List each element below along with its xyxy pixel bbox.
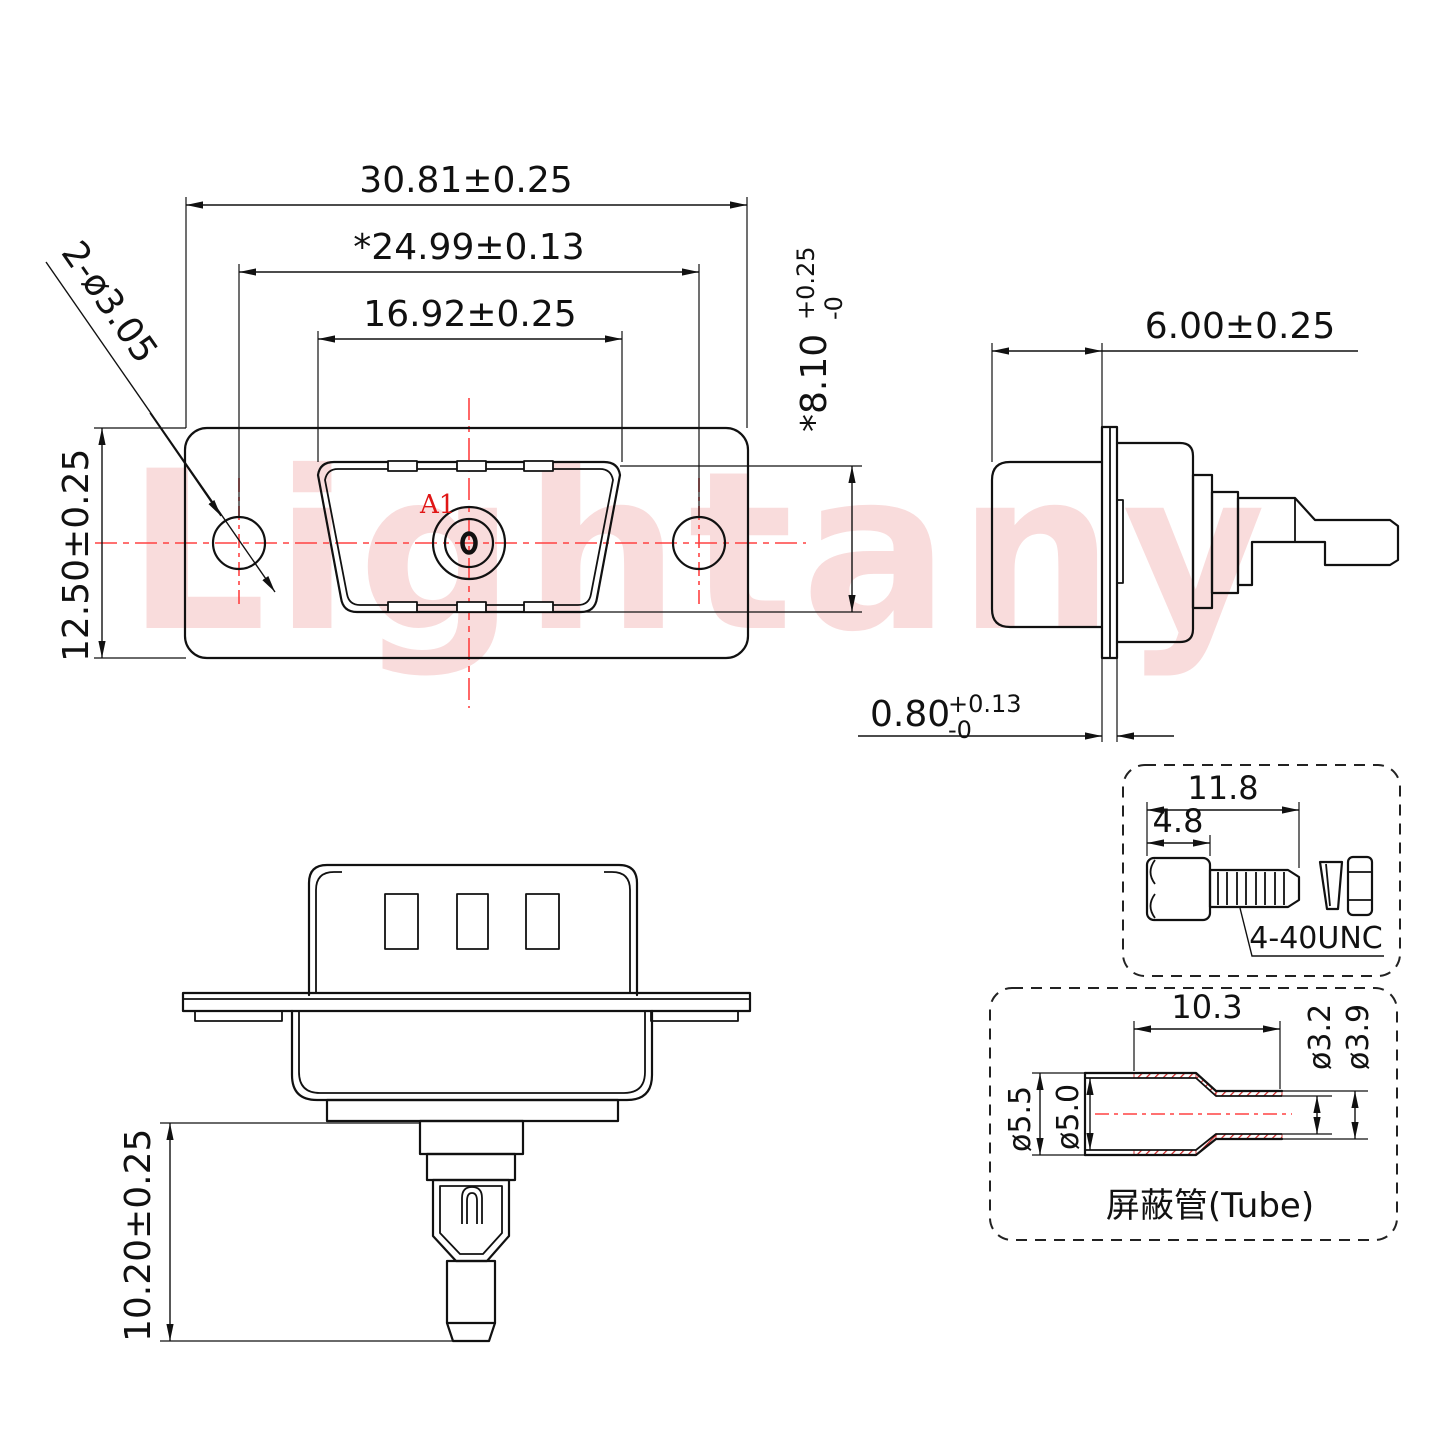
dim-screw-total-length: 11.8 (1146, 769, 1300, 868)
bottom-shell-outline (181, 863, 752, 1123)
dim-mounting-holes-text: 2-ø3.05 (53, 234, 165, 371)
dim-flange-height-text: 12.50±0.25 (56, 449, 97, 662)
tube-inset-border (989, 987, 1398, 1241)
dim-flange-height: 12.50±0.25 (56, 427, 186, 662)
bottom-terminal-outline (418, 1119, 525, 1343)
screw-outline (1145, 855, 1374, 922)
side-view: 6.00±0.25 0.80 +0.13 -0 (858, 306, 1400, 744)
dim-tube-outer-large-text: ø5.5 (1003, 1086, 1038, 1152)
dim-screw-head-length-text: 4.8 (1153, 802, 1204, 840)
dim-shell-height-tol-plus: +0.25 (792, 246, 820, 320)
dim-tube-length: 10.3 (1133, 988, 1281, 1089)
dim-tube-diameters: ø5.5 ø5.0 ø3.2 ø3.9 (1003, 1004, 1376, 1156)
tube-detail-inset: 10.3 ø5.5 ø5.0 ø3.2 ø3.9 屏蔽管(Tube) (989, 987, 1398, 1241)
dim-screw-head-length: 4.8 (1147, 802, 1211, 856)
watermark-text: Lightany (126, 424, 1273, 680)
side-body-outline (990, 425, 1400, 660)
tube-label: 屏蔽管(Tube) (1106, 1186, 1314, 1226)
screw-thread-spec: 4-40UNC (1239, 907, 1384, 957)
contact-a1-label: A1 (419, 490, 455, 520)
dim-flange-thickness-text: 0.80 (870, 694, 950, 735)
dim-shell-width-text: 16.92±0.25 (363, 294, 576, 335)
dim-tube-length-text: 10.3 (1171, 988, 1242, 1026)
dim-pin-length: 10.20±0.25 (118, 1122, 452, 1342)
dim-flange-thickness: 0.80 +0.13 -0 (858, 658, 1174, 744)
dim-hole-spacing: *24.99±0.13 (238, 227, 700, 518)
dim-depth-text: 6.00±0.25 (1145, 306, 1335, 347)
dim-pin-length-text: 10.20±0.25 (118, 1129, 159, 1342)
dim-flange-width-text: 30.81±0.25 (359, 160, 572, 201)
screw-detail-inset: 11.8 4.8 4-40UNC (1122, 764, 1401, 977)
dim-shell-height-text: *8.10 (794, 334, 835, 432)
screw-thread-spec-text: 4-40UNC (1249, 921, 1382, 956)
dim-flange-width: 30.81±0.25 (185, 160, 748, 428)
tube-outline (1083, 1071, 1368, 1157)
front-dshell-notches (387, 460, 554, 613)
dim-shell-width: 16.92±0.25 (317, 294, 623, 462)
screw-thread-lines (1217, 872, 1285, 905)
dim-flange-thickness-tol-plus: +0.13 (948, 690, 1022, 718)
dim-depth: 6.00±0.25 (991, 306, 1358, 462)
wedge-part-outline (1318, 860, 1344, 911)
front-dshell-outline (316, 460, 622, 614)
bottom-view: 10.20±0.25 (118, 863, 752, 1343)
dim-screw-total-length-text: 11.8 (1187, 769, 1258, 807)
dim-flange-thickness-tol-minus: -0 (948, 716, 972, 744)
dim-tube-inner-small-text: ø3.2 (1303, 1004, 1338, 1070)
dim-tube-inner-large-text: ø5.0 (1051, 1084, 1086, 1150)
dim-shell-height: *8.10 +0.25 -0 (585, 246, 862, 613)
nut-part-outline (1346, 855, 1374, 917)
dim-shell-height-tol-minus: -0 (820, 296, 848, 320)
screw-inset-border (1122, 764, 1401, 977)
dim-hole-spacing-text: *24.99±0.13 (353, 227, 584, 268)
front-coax-contact (431, 505, 507, 581)
dim-tube-outer-small-text: ø3.9 (1341, 1004, 1376, 1070)
